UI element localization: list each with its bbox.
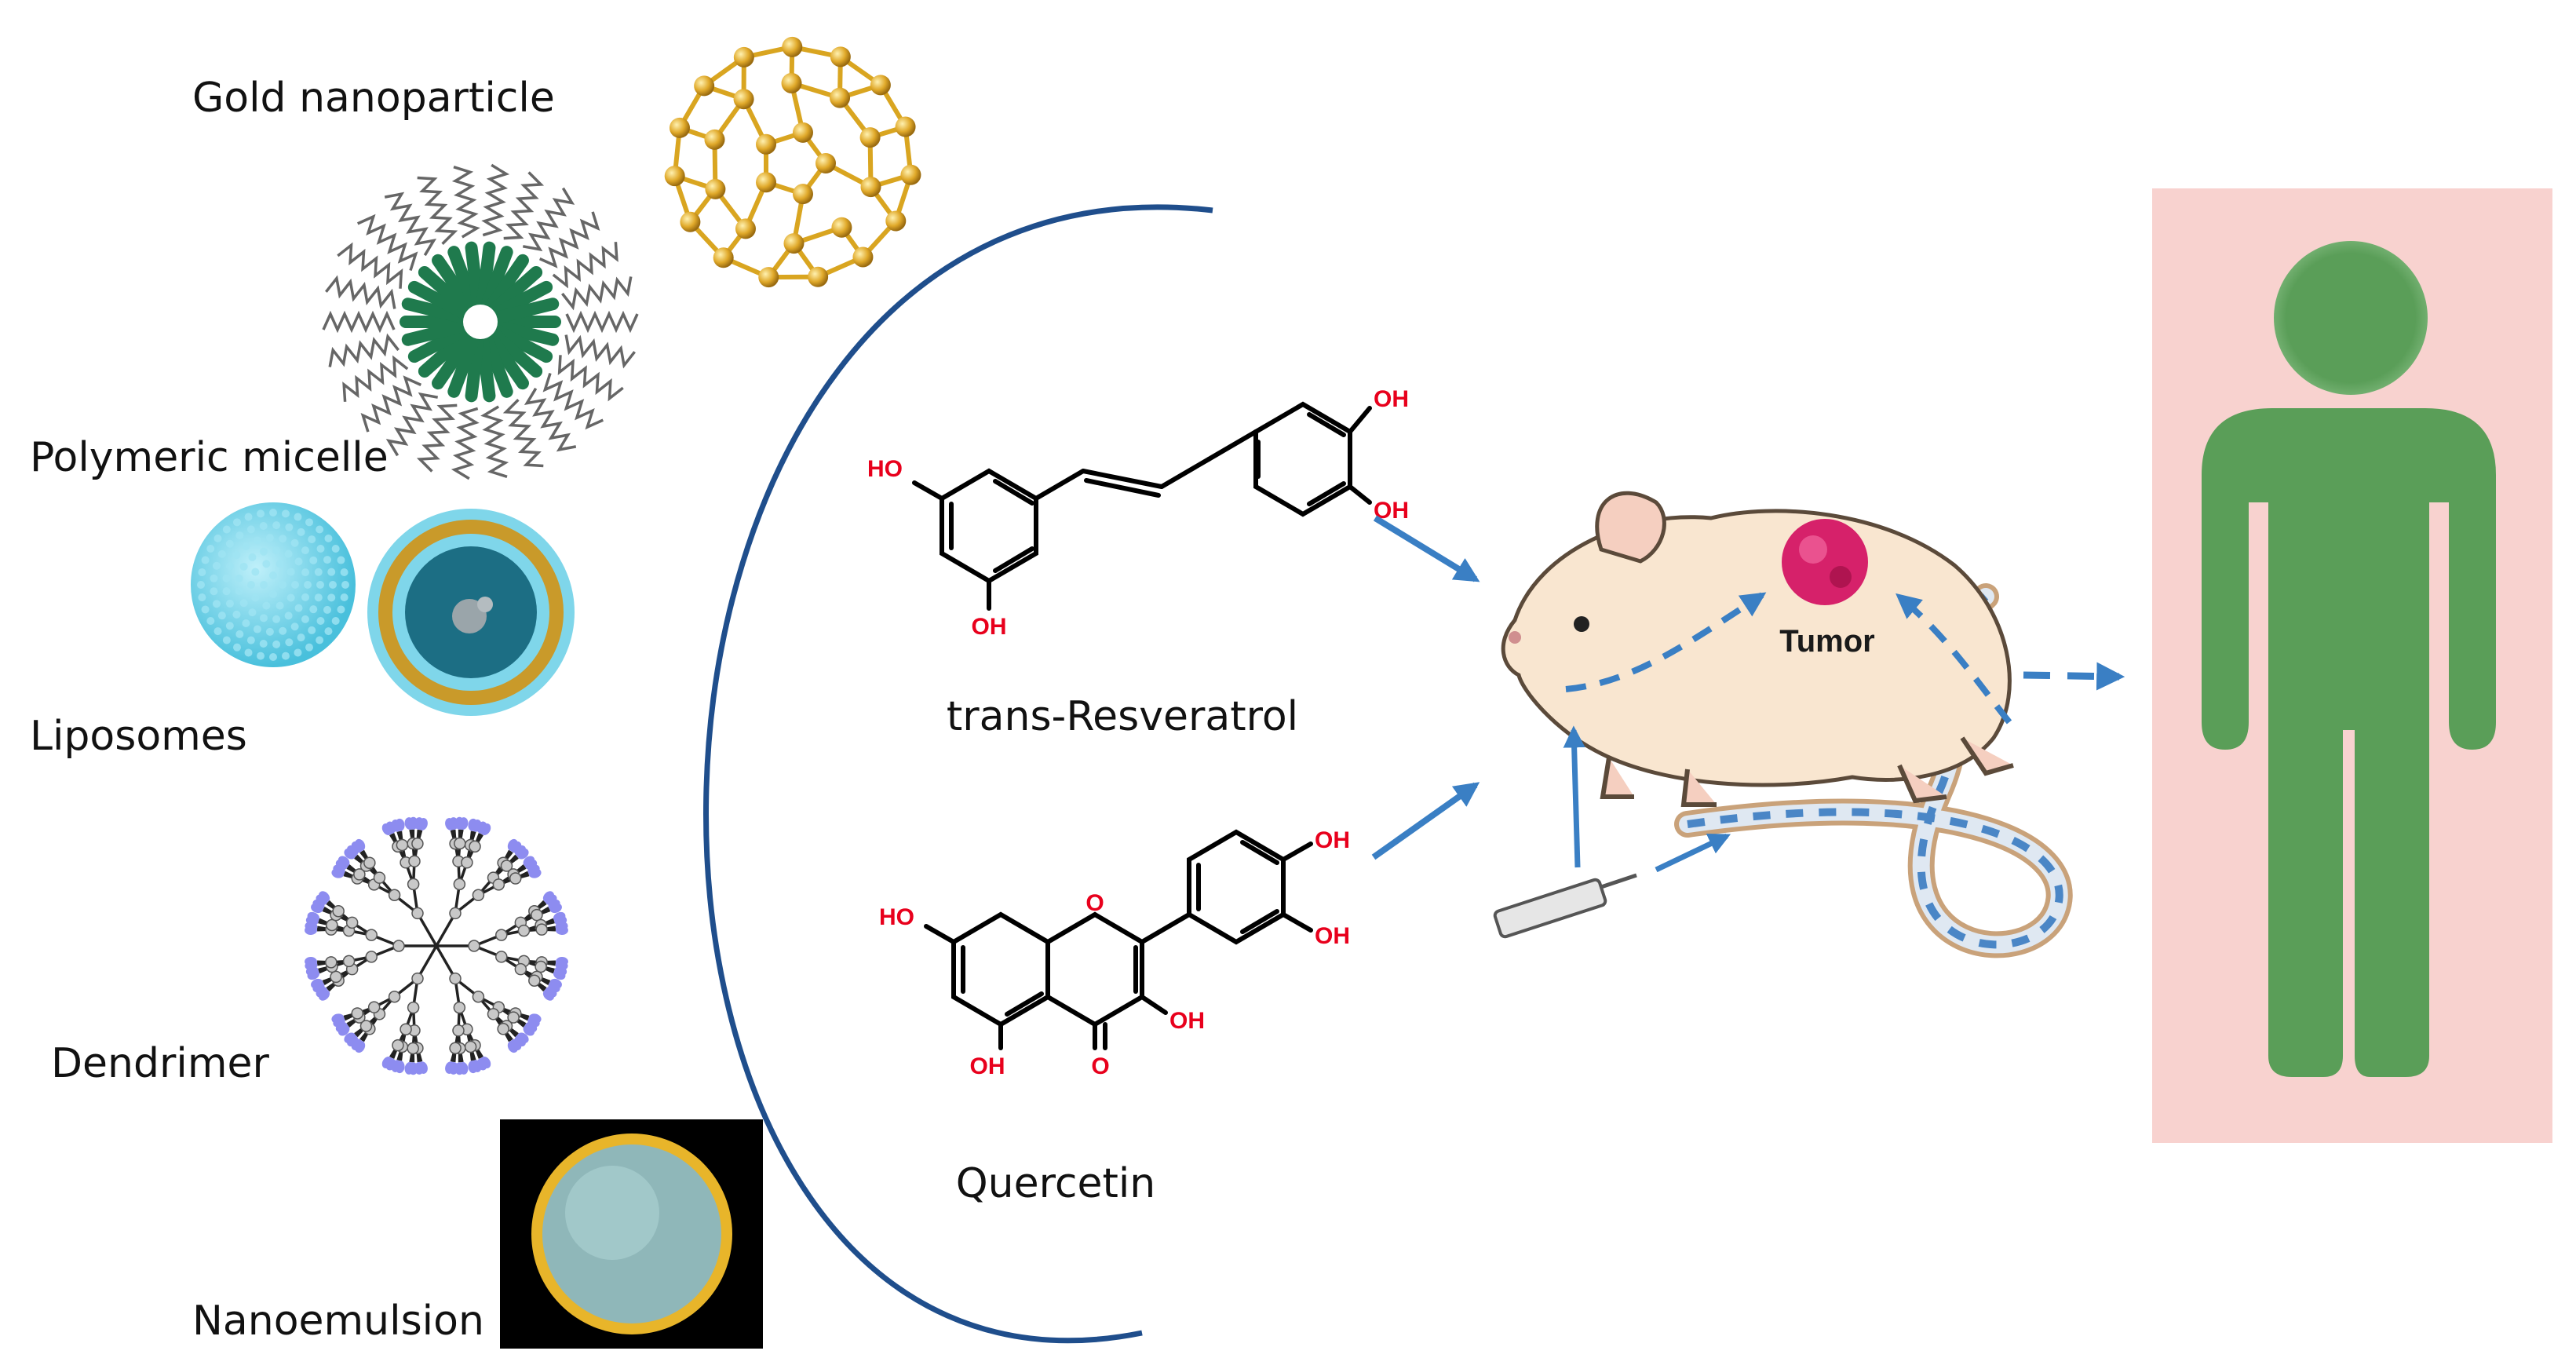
grouping-arc	[703, 204, 1213, 1343]
arrow-circulation-to-tumor	[1565, 592, 1767, 692]
resveratrol-structure-icon: OH OH HO OH	[867, 386, 1409, 640]
dendrimer-label: Dendrimer	[51, 1040, 269, 1087]
dendrimer-icon	[305, 816, 568, 1075]
gold-nanoparticle-icon	[664, 36, 921, 288]
gold-nanoparticle-label: Gold nanoparticle	[192, 75, 555, 122]
arrow-quercetin-to-mouse	[1371, 782, 1480, 860]
quercetin-label: Quercetin	[956, 1160, 1156, 1207]
resveratrol-oh-bottom: OH	[972, 614, 1007, 640]
mouse-model-icon: Tumor	[1493, 491, 2073, 958]
polymeric-micelle-icon	[322, 163, 639, 480]
nanoemulsion-label: Nanoemulsion	[192, 1298, 484, 1345]
tumor-label: Tumor	[1779, 624, 1874, 659]
quercetin-oh-top: OH	[1315, 827, 1350, 853]
quercetin-oh-right: OH	[1315, 923, 1350, 949]
resveratrol-label: trans-Resveratrol	[947, 693, 1298, 740]
liposome-icon	[191, 502, 575, 716]
arrow-injection-tail	[1655, 833, 1731, 873]
arrow-mouse-to-human	[2023, 662, 2125, 691]
tumor-icon	[1782, 519, 1868, 605]
quercetin-carbonyl-oxygen: O	[1091, 1053, 1109, 1079]
polymeric-micelle-label: Polymeric micelle	[30, 434, 389, 481]
resveratrol-oh-top: OH	[1374, 386, 1409, 412]
quercetin-structure-icon: O OH OH HO OH OH O	[879, 827, 1350, 1079]
quercetin-ho-left: HO	[879, 904, 914, 930]
quercetin-oh-c3: OH	[1169, 1008, 1205, 1034]
resveratrol-ho-left: HO	[867, 456, 903, 482]
human-figure-icon	[2152, 188, 2552, 1143]
arrow-tail-to-tumor	[1896, 593, 2012, 725]
arrow-resveratrol-to-mouse	[1373, 515, 1480, 582]
syringe-icon	[1493, 873, 1637, 939]
arrow-injection-to-mouse	[1563, 725, 1585, 868]
quercetin-oh-bottom: OH	[970, 1053, 1005, 1079]
liposomes-label: Liposomes	[30, 713, 247, 760]
quercetin-ring-oxygen: O	[1085, 890, 1104, 916]
nanoemulsion-icon	[500, 1119, 763, 1349]
